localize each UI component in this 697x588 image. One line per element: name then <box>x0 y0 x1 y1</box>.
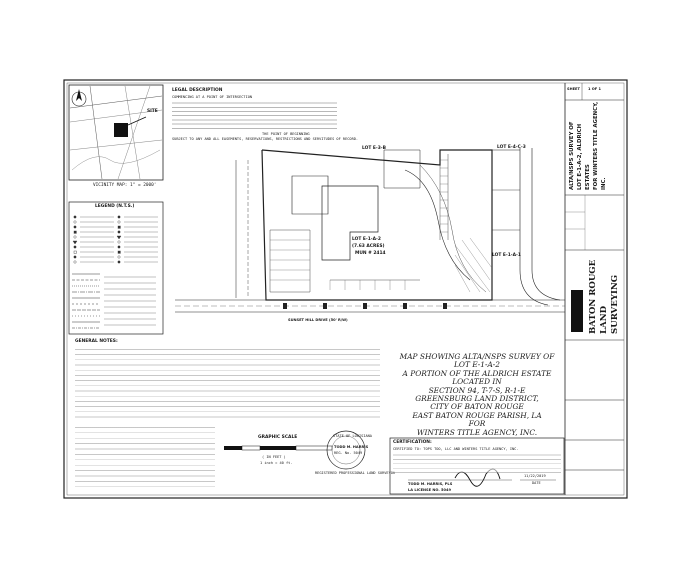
legal-description-heading: LEGAL DESCRIPTION <box>172 88 223 93</box>
map-title-line5: SECTION 94, T-7-S, R-1-E <box>428 385 526 395</box>
legend-linetype-labels <box>104 272 156 330</box>
graphic-scale-bar <box>224 445 333 451</box>
map-title-line4: LOCATED IN <box>452 377 502 387</box>
seal-caption: REGISTERED PROFESSIONAL LAND SURVEYOR <box>315 471 396 475</box>
certification-date: 11/22/2019 <box>524 474 546 478</box>
lot-e1a1-label: LOT E-1-A-1 <box>492 253 521 258</box>
lot-e4c3-label: LOT E-4-C-3 <box>497 145 526 150</box>
graphic-scale-ratio: 1 inch = 40 ft. <box>260 461 293 465</box>
certification-date-label: DATE <box>532 481 541 485</box>
seal-reg: REG. No. 5049 <box>334 451 363 455</box>
seal-state: STATE OF LOUISIANA <box>333 434 372 438</box>
vicinity-map-label: VICINITY MAP: 1" = 2000' <box>93 183 157 188</box>
company-name-line1: BATON ROUGE <box>588 259 598 334</box>
general-notes-body <box>75 347 380 421</box>
map-title-line7: CITY OF BATON ROUGE <box>430 402 524 412</box>
street-label: SUNSET HILL DRIVE (50' R/W) <box>288 318 348 322</box>
lot-e1a2-label: LOT E-1-A-2 <box>352 237 381 242</box>
graphic-scale-unit: ( IN FEET ) <box>262 455 286 459</box>
map-title-line8: EAST BATON ROUGE PARISH, LA <box>412 410 542 420</box>
certification-line1: CERTIFIED TO: TOPS TOO, LLC AND WINTERS … <box>393 447 519 451</box>
company-name-line2: LAND SURVEYING <box>599 274 620 334</box>
north-arrow-icon <box>71 89 87 107</box>
vertical-title-line2: LOT E-1-A-2, ALDRICH ESTATES <box>577 123 591 190</box>
vertical-title-line3: FOR WINTERS TITLE AGENCY, INC. <box>593 101 607 190</box>
site-label: SITE <box>147 109 158 114</box>
title-block-vertical-title: ALTA/NSPS SURVEY OF LOT E-1-A-2, ALDRICH… <box>568 100 607 190</box>
sheet-label: SHEET <box>567 87 580 91</box>
legal-description-subject-to: SUBJECT TO ANY AND ALL EASEMENTS, RESERV… <box>172 137 359 141</box>
map-title-line3: A PORTION OF THE ALDRICH ESTATE <box>402 368 552 378</box>
general-notes-heading: GENERAL NOTES: <box>75 339 118 344</box>
surveyor-name: TODD M. HARRIS, PLS <box>408 482 453 486</box>
lot-e1a2-mun: MUN # 2414 <box>355 251 386 256</box>
map-title-line2: LOT E-1-A-2 <box>453 360 500 370</box>
company-name: BATON ROUGE LAND SURVEYING <box>588 250 620 334</box>
legend-entries-right <box>124 215 158 265</box>
graphic-scale-heading: GRAPHIC SCALE <box>258 435 298 440</box>
legend-heading: LEGEND (N.T.S.) <box>95 204 135 209</box>
map-title-line1: MAP SHOWING ALTA/NSPS SURVEY OF <box>399 352 555 361</box>
lot-e3b-label: LOT E-3-B <box>362 146 386 151</box>
certification-heading: CERTIFICATION: <box>393 440 432 445</box>
sheet-number: 1 OF 1 <box>588 87 602 91</box>
surveyor-license: LA LICENSE NO. 5049 <box>408 488 451 492</box>
map-title-line10: WINTERS TITLE AGENCY, INC. <box>416 427 538 437</box>
seal-name: TODD M. HARRIS <box>334 445 369 449</box>
survey-plat-drawing <box>175 148 565 313</box>
legal-description-body <box>172 101 337 131</box>
map-title-line6: GREENSBURG LAND DISTRICT, <box>415 394 539 404</box>
map-title: MAP SHOWING ALTA/NSPS SURVEY OF LOT E-1-… <box>392 352 562 437</box>
vertical-title-line1: ALTA/NSPS SURVEY OF <box>569 121 575 190</box>
legal-description-first-line: COMMENCING AT A POINT OF INTERSECTION <box>172 95 253 99</box>
legal-description-closing: THE POINT OF BEGINNING <box>262 132 310 136</box>
lot-e1a2-area: (7.63 ACRES) <box>352 244 385 249</box>
legend-entries <box>80 215 114 265</box>
certification-body <box>393 453 561 473</box>
general-notes-footer <box>75 425 215 489</box>
map-title-line9: FOR <box>468 419 486 429</box>
